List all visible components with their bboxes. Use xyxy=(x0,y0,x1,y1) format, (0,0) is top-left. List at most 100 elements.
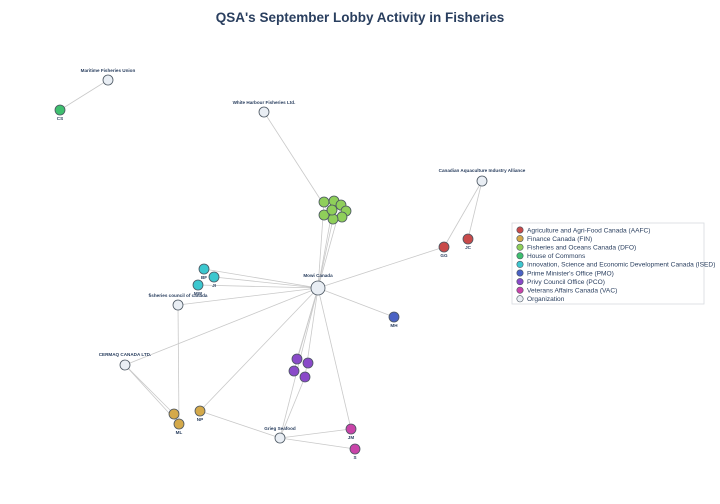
node-dfo5[interactable] xyxy=(336,211,348,223)
node-circle[interactable] xyxy=(462,233,474,245)
node-dfo8[interactable] xyxy=(326,204,338,216)
node-caia[interactable]: Canadian Aquaculture Industry Alliance xyxy=(439,168,526,187)
node-grieg[interactable]: Grieg Seafood xyxy=(264,426,296,444)
node-circle[interactable] xyxy=(326,204,338,216)
edge-mowi-dfo6 xyxy=(317,218,334,289)
node-circle[interactable] xyxy=(173,418,185,430)
node-label: CERMAQ CANADA LTD. xyxy=(99,352,152,357)
legend-marker xyxy=(516,243,524,251)
node-circle[interactable] xyxy=(318,196,330,208)
node-circle[interactable] xyxy=(119,359,131,371)
legend-item-hoc[interactable]: House of Commons xyxy=(516,252,586,261)
node-circle[interactable] xyxy=(438,241,450,253)
node-circle[interactable] xyxy=(345,423,357,435)
legend-marker xyxy=(516,235,524,243)
node-circle[interactable] xyxy=(192,279,204,291)
node-jc[interactable]: JC xyxy=(462,233,474,250)
node-pco3[interactable] xyxy=(288,365,300,377)
node-circle[interactable] xyxy=(168,408,180,420)
legend-marker xyxy=(516,260,524,268)
node-mfu[interactable]: Maritime Fisheries Union xyxy=(81,68,136,86)
node-mw[interactable]: MW xyxy=(192,279,204,296)
node-circle[interactable] xyxy=(302,357,314,369)
node-fin3[interactable] xyxy=(168,408,180,420)
legend-box xyxy=(511,222,705,305)
edge-fcc-ml xyxy=(177,304,180,425)
edge-mowi-ji xyxy=(213,276,319,289)
node-label: JI xyxy=(212,283,216,288)
node-bf[interactable]: BF xyxy=(198,263,210,280)
legend-item-dfo[interactable]: Fisheries and Oceans Canada (DFO) xyxy=(516,243,636,252)
node-jm[interactable]: JM xyxy=(345,423,357,440)
node-pco2[interactable] xyxy=(302,357,314,369)
node-circle[interactable] xyxy=(291,353,303,365)
node-label: JM xyxy=(348,435,355,440)
node-dfo7[interactable] xyxy=(318,209,330,221)
edge-mowi-jm xyxy=(317,287,352,430)
legend-item-pco[interactable]: Privy Council Office (PCO) xyxy=(516,278,605,286)
node-cermaq[interactable]: CERMAQ CANADA LTD. xyxy=(99,352,152,371)
legend-item-pmo[interactable]: Prime Minister's Office (PMO) xyxy=(516,269,614,278)
node-circle[interactable] xyxy=(258,106,270,118)
node-circle[interactable] xyxy=(208,271,220,283)
edge-mowi-fcc xyxy=(177,287,319,306)
legend-label: Finance Canada (FIN) xyxy=(527,236,592,243)
legend-label: House of Commons xyxy=(527,253,586,260)
node-circle[interactable] xyxy=(349,443,361,455)
legend-item-fin[interactable]: Finance Canada (FIN) xyxy=(516,235,592,243)
node-circle[interactable] xyxy=(54,104,66,116)
node-np[interactable]: NP xyxy=(194,405,206,422)
legend-label: Agriculture and Agri-Food Canada (AAFC) xyxy=(527,227,651,234)
node-circle[interactable] xyxy=(327,213,339,225)
node-vac2[interactable]: S xyxy=(349,443,361,460)
node-dfo1[interactable] xyxy=(318,196,330,208)
edge-mowi-gg xyxy=(317,246,445,289)
node-circle[interactable] xyxy=(288,365,300,377)
legend-marker xyxy=(516,295,524,303)
node-circle[interactable] xyxy=(388,311,400,323)
node-gg[interactable]: GG xyxy=(438,241,450,258)
legend-item-vac[interactable]: Veterans Affairs Canada (VAC) xyxy=(516,286,617,295)
node-label: MW xyxy=(194,291,203,296)
legend-item-aafc[interactable]: Agriculture and Agri-Food Canada (AAFC) xyxy=(516,226,651,235)
node-label: Canadian Aquaculture Industry Alliance xyxy=(439,168,526,173)
node-whf[interactable]: White Harbour Fisheries Ltd. xyxy=(233,100,296,118)
legend-label: Veterans Affairs Canada (VAC) xyxy=(527,288,617,295)
edge-mowi-cermaq xyxy=(124,287,319,366)
node-circle[interactable] xyxy=(102,74,114,86)
node-label: JC xyxy=(465,245,472,250)
node-circle[interactable] xyxy=(476,175,488,187)
node-ml[interactable]: ML xyxy=(173,418,185,435)
node-label: Grieg Seafood xyxy=(264,426,296,431)
node-label: ML xyxy=(176,430,183,435)
node-pco4[interactable] xyxy=(299,371,311,383)
legend-label: Privy Council Office (PCO) xyxy=(527,279,605,286)
node-label: GG xyxy=(440,253,448,258)
node-circle[interactable] xyxy=(172,299,184,311)
node-circle[interactable] xyxy=(299,371,311,383)
legend-item-org[interactable]: Organization xyxy=(516,295,565,304)
node-circle[interactable] xyxy=(318,209,330,221)
node-mh[interactable]: MH xyxy=(388,311,400,328)
node-cs[interactable]: CS xyxy=(54,104,66,121)
edge-grieg-pco4 xyxy=(279,376,306,439)
node-mowi[interactable]: Mowi Canada xyxy=(303,273,333,296)
diagram-title: QSA's September Lobby Activity in Fisher… xyxy=(216,10,505,25)
edge-caia-jc xyxy=(467,180,483,240)
node-pco1[interactable] xyxy=(291,353,303,365)
node-circle[interactable] xyxy=(194,405,206,417)
node-dfo6[interactable] xyxy=(327,213,339,225)
legend-label: Innovation, Science and Economic Develop… xyxy=(527,262,715,269)
node-circle[interactable] xyxy=(274,432,286,444)
legend-label: Fisheries and Oceans Canada (DFO) xyxy=(527,245,636,252)
node-layer: Mowi Canada Maritime Fisheries UnionWhite… xyxy=(54,68,526,460)
node-fcc[interactable]: fisheries council of canada xyxy=(149,293,208,311)
legend-item-ised[interactable]: Innovation, Science and Economic Develop… xyxy=(516,260,716,269)
node-circle[interactable] xyxy=(336,211,348,223)
node-label: fisheries council of canada xyxy=(149,293,208,298)
edge-caia-gg xyxy=(443,180,483,248)
node-ji[interactable]: JI xyxy=(208,271,220,288)
node-circle[interactable] xyxy=(310,280,326,296)
edge-mfu-cs xyxy=(59,79,109,111)
node-circle[interactable] xyxy=(198,263,210,275)
